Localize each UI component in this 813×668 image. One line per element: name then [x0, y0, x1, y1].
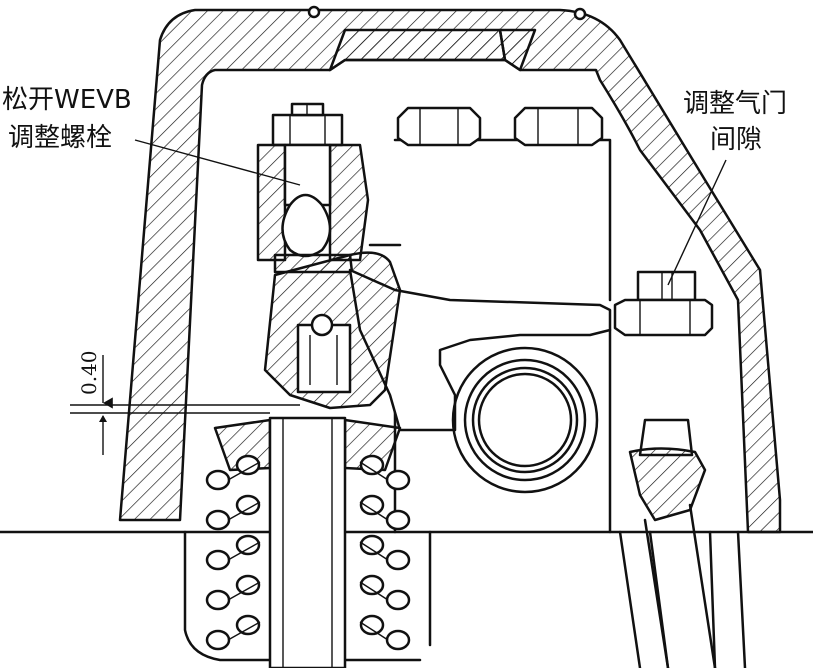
- label-clearance: 间隙: [710, 125, 762, 155]
- spring-coil: [359, 614, 385, 636]
- spring-coil-bar: [359, 461, 389, 481]
- spring-coil-bar: [359, 541, 389, 561]
- spring-coil: [359, 574, 385, 596]
- spring-coil: [385, 549, 411, 571]
- clearance-adjust-screw: [613, 270, 717, 668]
- spring-coil-bar: [359, 581, 389, 601]
- spring-coil: [205, 589, 231, 611]
- spring-coil: [205, 509, 231, 531]
- spring-coil: [385, 629, 411, 651]
- spring-coil-bar: [359, 501, 389, 521]
- label-adjust-bolt: 调整螺栓: [8, 123, 112, 153]
- spring-coil: [385, 509, 411, 531]
- spring-coil-bar: [227, 581, 261, 601]
- spring-coil: [235, 614, 261, 636]
- spring-coil-bar: [227, 541, 261, 561]
- clearance-value: 0.40: [77, 350, 101, 395]
- clearance-dimension: 0.40: [70, 350, 300, 455]
- label-adjust-valve: 调整气门: [683, 89, 787, 119]
- spring-coil-bar: [227, 621, 261, 641]
- spring-coil: [235, 574, 261, 596]
- rocker-arm: [263, 243, 612, 432]
- spring-coil-bar: [227, 501, 261, 521]
- spring-coil: [205, 629, 231, 651]
- label-loosen-wevb: 松开WEVB: [2, 85, 132, 115]
- spring-coil: [385, 469, 411, 491]
- spring-coil: [359, 494, 385, 516]
- spring-coil: [235, 454, 261, 476]
- spring-coil: [205, 549, 231, 571]
- spring-coil-bar: [227, 461, 261, 481]
- leader-lines: [134, 139, 727, 286]
- spring-coil: [385, 589, 411, 611]
- cylinder-head: [0, 530, 813, 668]
- valve-springs: [213, 416, 402, 668]
- rocker-cover: [118, 5, 782, 534]
- support-nuts: [396, 106, 604, 147]
- wevb-adjusting-bolt: [256, 102, 370, 274]
- rocker-shaft: [451, 346, 599, 494]
- spring-coil: [235, 534, 261, 556]
- spring-coil: [235, 494, 261, 516]
- spring-coil: [205, 469, 231, 491]
- spring-coil: [359, 534, 385, 556]
- spring-coil: [359, 454, 385, 476]
- spring-coil-bar: [359, 621, 389, 641]
- spring-coils: [205, 454, 411, 651]
